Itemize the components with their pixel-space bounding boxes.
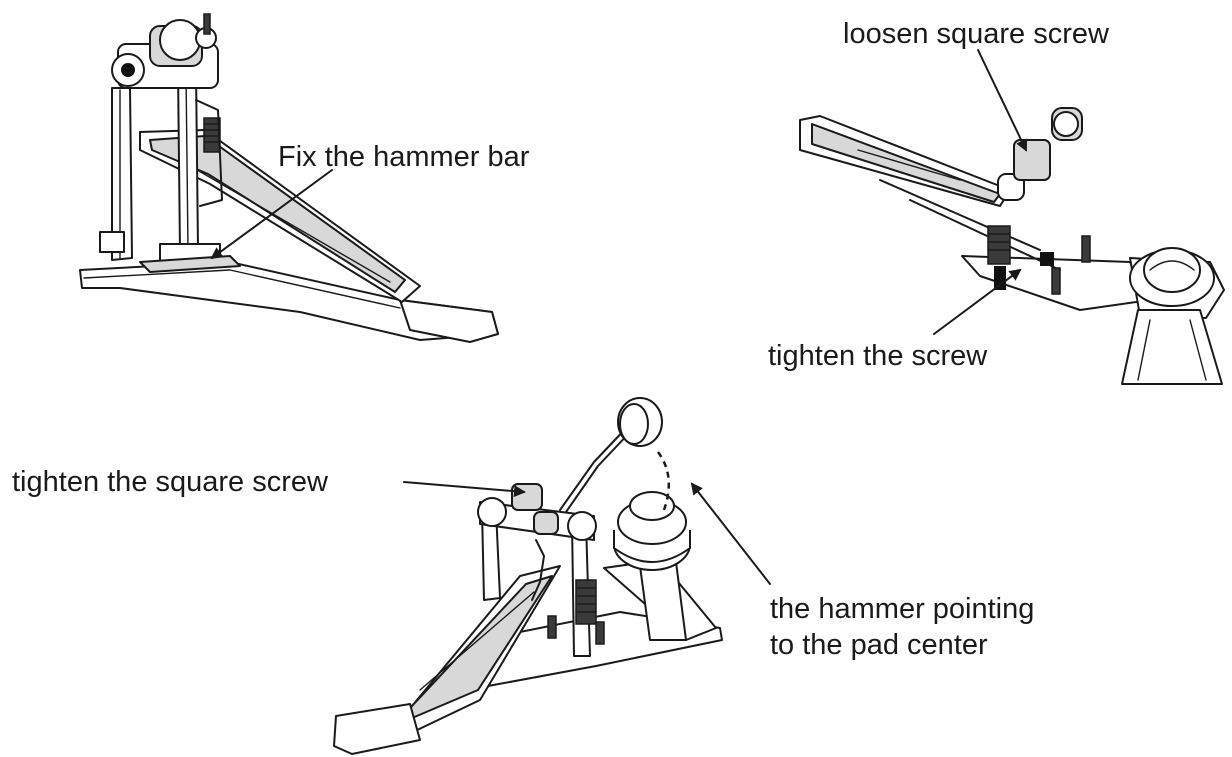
kick-pedal-with-pad-icon — [333, 397, 723, 755]
tighten-screw-label: tighten the screw — [768, 340, 988, 372]
kick-pedal-side-view-icon — [79, 13, 499, 343]
tighten-square-screw-label: tighten the square screw — [12, 466, 328, 498]
fix-hammer-bar-arrow — [210, 169, 333, 260]
hammer-pointing-arrow — [690, 482, 771, 585]
tighten-square-screw-arrow — [403, 481, 526, 498]
fix-hammer-bar-label: Fix the hammer bar — [278, 141, 530, 173]
loosen-square-screw-arrow — [977, 49, 1028, 152]
tighten-screw-arrow — [933, 268, 1022, 335]
loosen-square-screw-label: loosen square screw — [843, 18, 1109, 50]
hammer-pointing-label: the hammer pointing to the pad center — [770, 591, 1034, 663]
hammer-pointing-line-1: the hammer pointing — [770, 593, 1035, 625]
hammer-pointing-line-2: to the pad center — [770, 629, 988, 661]
